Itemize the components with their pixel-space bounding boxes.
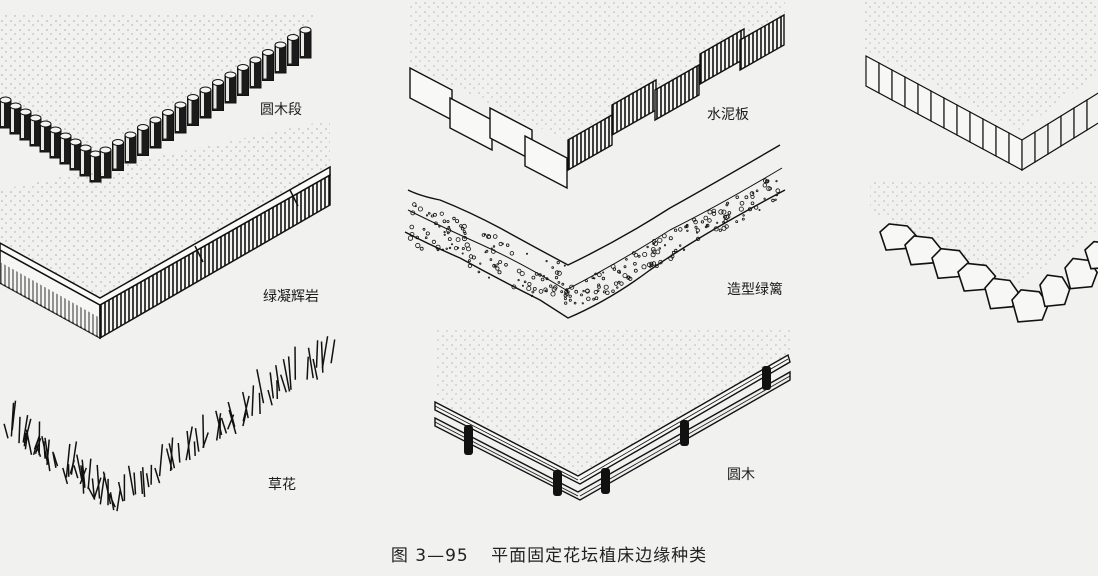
brick-edging <box>865 0 1098 172</box>
grass-tufts <box>3 336 336 512</box>
log-stumps <box>0 26 312 183</box>
label-log-rail: 圆木 <box>727 467 755 483</box>
label-log-segment: 圆木段 <box>260 102 302 118</box>
hedge-texture <box>407 178 781 305</box>
brick-row <box>865 54 1098 172</box>
log-rail-edging <box>434 330 791 501</box>
concrete-slab-edging <box>409 0 785 190</box>
label-shaped-hedge: 造型绿篱 <box>727 282 783 298</box>
stone-blocks <box>879 223 1098 323</box>
label-greenstone: 绿凝辉岩 <box>263 289 319 305</box>
figure-caption: 图 3—95 平面固定花坛植床边缘种类 <box>0 541 1098 566</box>
label-concrete-slab: 水泥板 <box>707 107 749 123</box>
greenstone-curb-edging <box>0 120 331 340</box>
log-posts <box>464 366 771 496</box>
flower-grass-edging <box>3 336 336 512</box>
concrete-slabs <box>409 13 785 190</box>
label-flowers: 草花 <box>268 477 296 493</box>
log-segment-edging <box>0 15 320 183</box>
natural-stone-edging <box>870 180 1098 323</box>
shaped-hedge-edging <box>404 144 786 319</box>
figure-number: 图 3—95 <box>390 546 469 566</box>
figure-title: 平面固定花坛植床边缘种类 <box>491 546 708 566</box>
